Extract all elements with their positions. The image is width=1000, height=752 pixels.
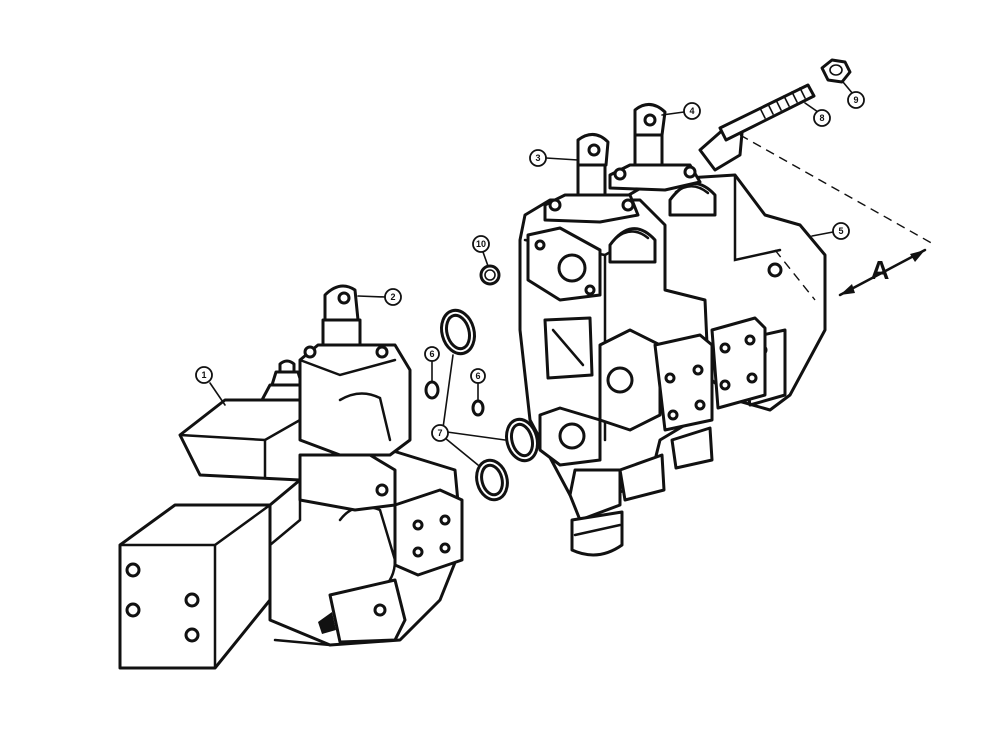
callout-3: 3 xyxy=(535,153,540,163)
callout-2: 2 xyxy=(390,292,395,302)
spool-4 xyxy=(608,103,702,192)
dimension-a: A xyxy=(739,134,936,301)
dimension-a-label: A xyxy=(871,255,890,285)
callout-1: 1 xyxy=(201,370,206,380)
left-spool-section xyxy=(298,284,412,457)
callout-8: 8 xyxy=(819,113,824,123)
right-valve-assembly xyxy=(518,173,827,557)
callout-6a: 6 xyxy=(429,349,434,359)
o-ring-set xyxy=(424,264,539,502)
callout-7: 7 xyxy=(437,428,442,438)
callout-5: 5 xyxy=(838,226,843,236)
left-valve-assembly xyxy=(118,359,464,670)
callout-4: 4 xyxy=(689,106,694,116)
callout-6b: 6 xyxy=(475,371,480,381)
callout-10: 10 xyxy=(476,239,486,249)
hex-nut xyxy=(820,58,852,84)
callouts: 1 2 3 4 5 6 6 7 8 9 xyxy=(195,81,865,466)
callout-9: 9 xyxy=(853,95,858,105)
spool-3 xyxy=(543,133,640,224)
stud-bolt xyxy=(698,83,816,172)
